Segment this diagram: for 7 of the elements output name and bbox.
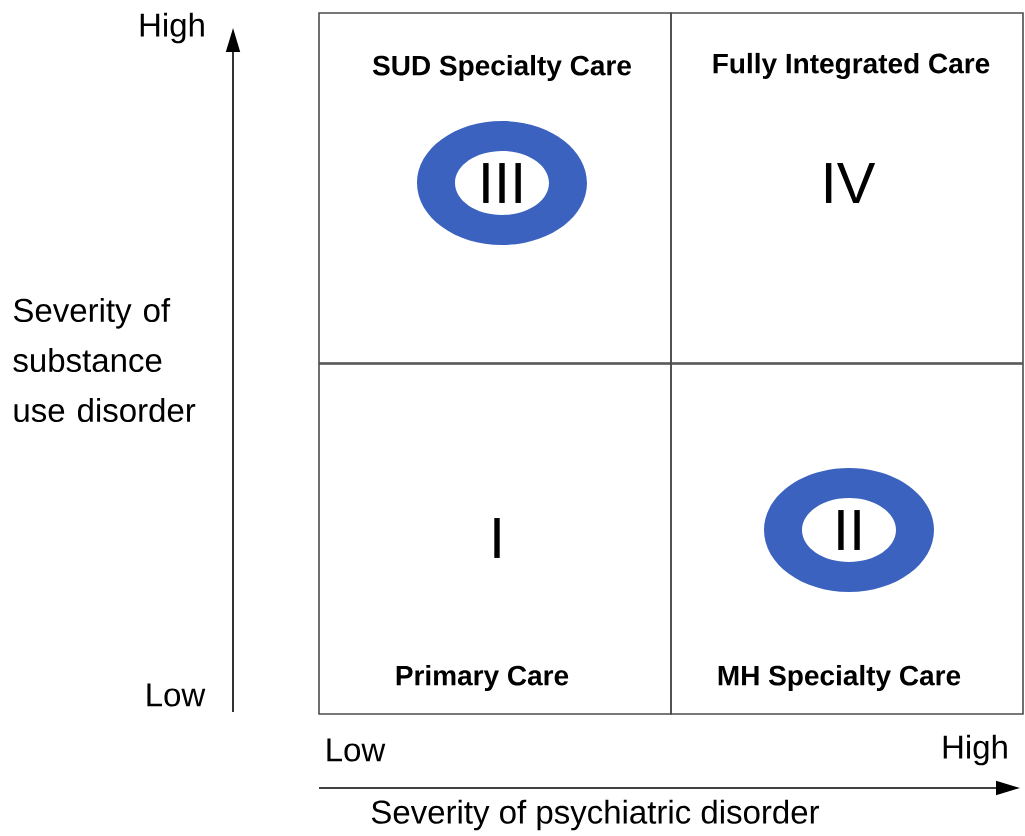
axis-label: Low <box>147 683 206 707</box>
quadrant-box: I Primary Care <box>318 363 672 715</box>
axis-title: Severity of substance use disorder <box>13 297 196 423</box>
axis-label: High <box>943 734 1007 766</box>
axis-title: Severity of psychiatric disorder <box>371 799 820 831</box>
axis-label: High <box>140 12 204 44</box>
quadrant-box: Fully Integrated Care IV <box>670 12 1024 364</box>
